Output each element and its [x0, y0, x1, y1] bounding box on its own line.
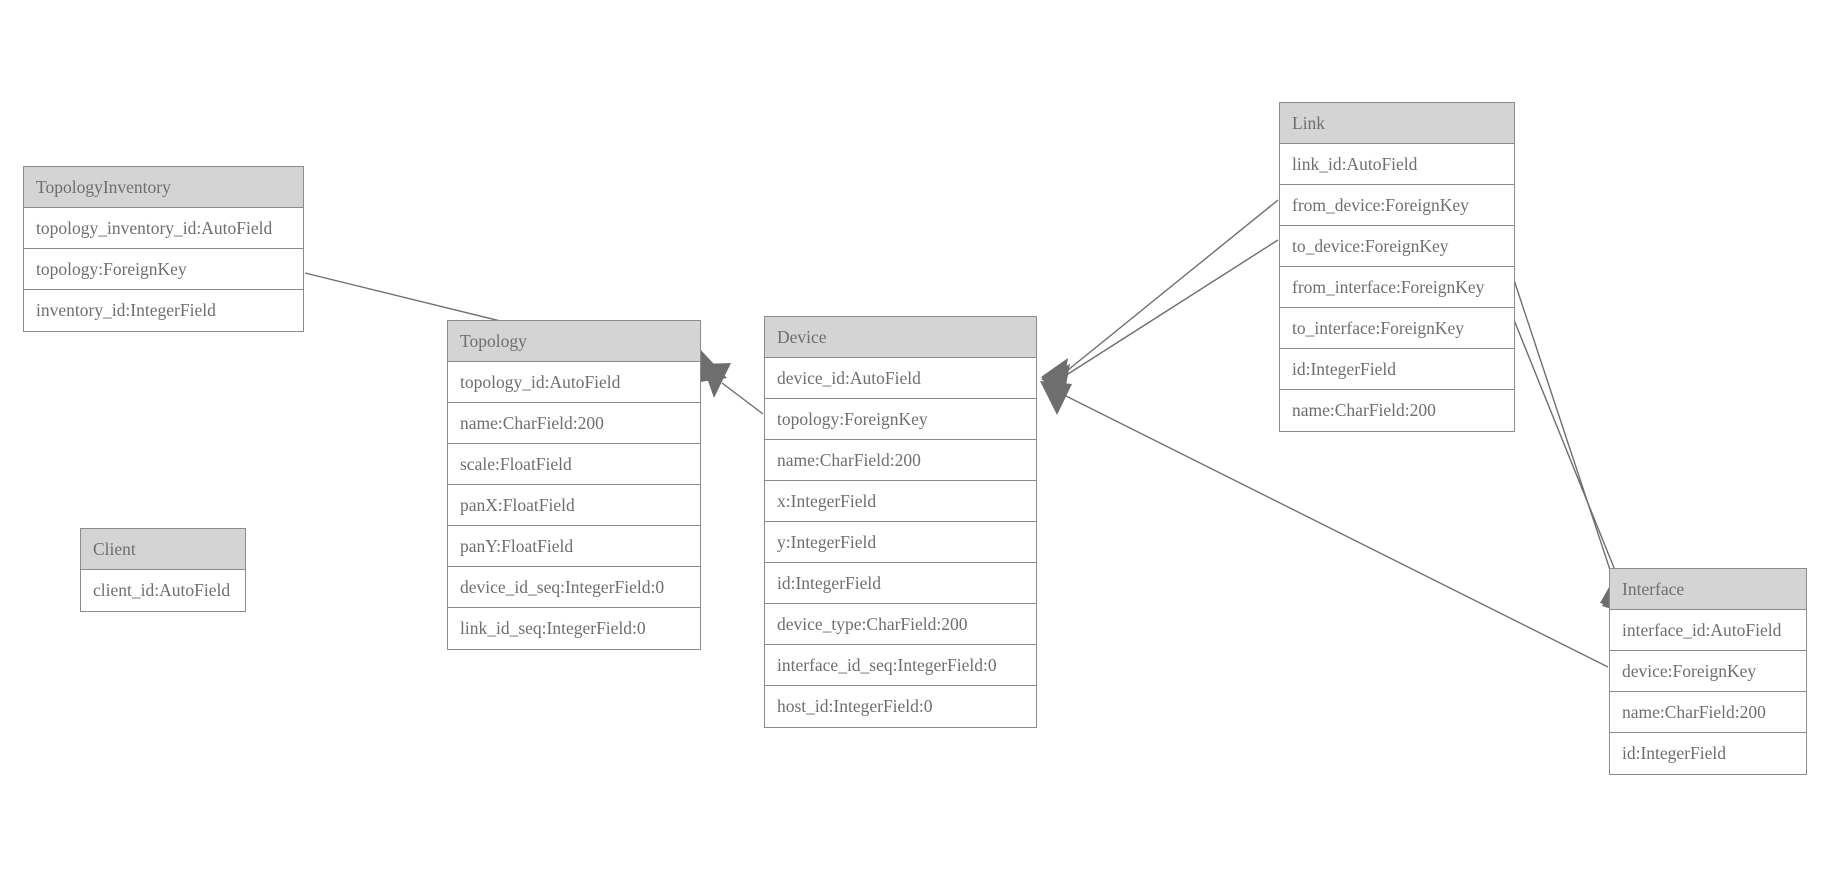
field-row: link_id:AutoField	[1280, 144, 1514, 185]
field-row: name:CharField:200	[765, 440, 1036, 481]
entity-interface[interactable]: Interface interface_id:AutoField device:…	[1609, 568, 1807, 775]
field-row: client_id:AutoField	[81, 570, 245, 611]
field-row: link_id_seq:IntegerField:0	[448, 608, 700, 649]
field-row: to_interface:ForeignKey	[1280, 308, 1514, 349]
edge-link-from-device	[1041, 199, 1279, 392]
field-row: scale:FloatField	[448, 444, 700, 485]
entity-title-topology: Topology	[448, 321, 700, 362]
field-row: device_id_seq:IntegerField:0	[448, 567, 700, 608]
entity-topology[interactable]: Topology topology_id:AutoField name:Char…	[447, 320, 701, 650]
field-row: id:IntegerField	[1280, 349, 1514, 390]
field-row: id:IntegerField	[765, 563, 1036, 604]
field-row: device:ForeignKey	[1610, 651, 1806, 692]
field-row: topology:ForeignKey	[24, 249, 303, 290]
entity-title-interface: Interface	[1610, 569, 1806, 610]
entity-title-device: Device	[765, 317, 1036, 358]
field-row: name:CharField:200	[1610, 692, 1806, 733]
field-row: panY:FloatField	[448, 526, 700, 567]
entity-link[interactable]: Link link_id:AutoField from_device:Forei…	[1279, 102, 1515, 432]
field-row: name:CharField:200	[448, 403, 700, 444]
field-row: host_id:IntegerField:0	[765, 686, 1036, 727]
field-row: topology_id:AutoField	[448, 362, 700, 403]
entity-client[interactable]: Client client_id:AutoField	[80, 528, 246, 612]
field-row: device_type:CharField:200	[765, 604, 1036, 645]
field-row: topology_inventory_id:AutoField	[24, 208, 303, 249]
edge-link-to-device	[1041, 239, 1279, 396]
field-row: to_device:ForeignKey	[1280, 226, 1514, 267]
field-row: topology:ForeignKey	[765, 399, 1036, 440]
field-row: from_interface:ForeignKey	[1280, 267, 1514, 308]
field-row: from_device:ForeignKey	[1280, 185, 1514, 226]
entity-title-client: Client	[81, 529, 245, 570]
field-row: inventory_id:IntegerField	[24, 290, 303, 331]
field-row: panX:FloatField	[448, 485, 700, 526]
field-row: interface_id_seq:IntegerField:0	[765, 645, 1036, 686]
edge-link-from-interface	[1513, 279, 1638, 616]
edge-device-topology	[702, 363, 764, 415]
entity-title-topologyinventory: TopologyInventory	[24, 167, 303, 208]
field-row: interface_id:AutoField	[1610, 610, 1806, 651]
field-row: y:IntegerField	[765, 522, 1036, 563]
field-row: x:IntegerField	[765, 481, 1036, 522]
field-row: id:IntegerField	[1610, 733, 1806, 774]
field-row: name:CharField:200	[1280, 390, 1514, 431]
entity-title-link: Link	[1280, 103, 1514, 144]
entity-device[interactable]: Device device_id:AutoField topology:Fore…	[764, 316, 1037, 728]
entity-topologyinventory[interactable]: TopologyInventory topology_inventory_id:…	[23, 166, 304, 332]
field-row: device_id:AutoField	[765, 358, 1036, 399]
